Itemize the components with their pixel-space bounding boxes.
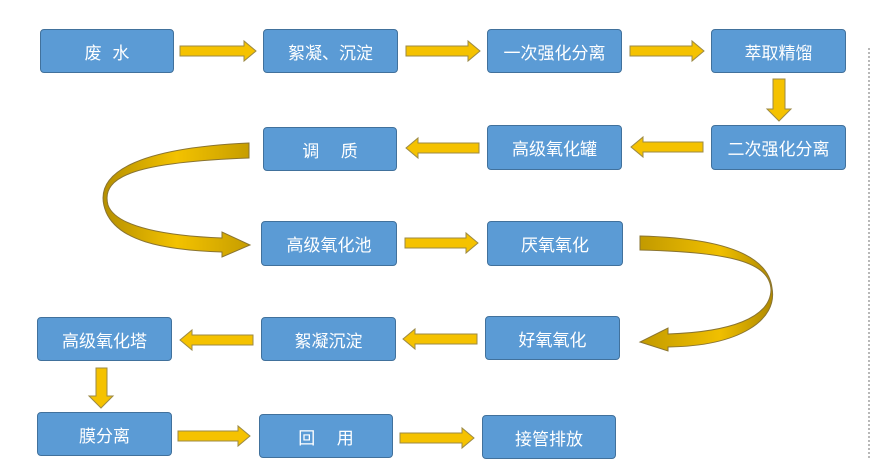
arrow-wastewater-to-flocculation bbox=[179, 39, 257, 63]
step-advanced-oxidation-tank: 高级氧化罐 bbox=[487, 125, 622, 170]
step-conditioning: 调 质 bbox=[263, 127, 397, 171]
step-aerobic-oxidation: 好氧氧化 bbox=[485, 316, 620, 360]
step-advanced-oxidation-tower: 高级氧化塔 bbox=[37, 317, 172, 361]
curved-arrow-conditioning-to-oxidation-pool bbox=[102, 142, 252, 258]
arrow-primary-separation-to-extraction bbox=[629, 39, 705, 63]
step-reuse: 回 用 bbox=[259, 414, 393, 458]
arrow-oxidation-tank-to-conditioning bbox=[405, 136, 480, 160]
arrow-oxidation-tower-to-membrane bbox=[87, 367, 115, 409]
step-anaerobic-oxidation: 厌氧氧化 bbox=[487, 221, 623, 266]
step-secondary-enhanced-separation: 二次强化分离 bbox=[711, 125, 846, 170]
step-advanced-oxidation-pool: 高级氧化池 bbox=[261, 221, 397, 266]
curved-arrow-anaerobic-to-aerobic bbox=[638, 235, 774, 352]
arrow-flocculation-to-primary-separation bbox=[405, 39, 481, 63]
arrow-oxidation-pool-to-anaerobic bbox=[404, 231, 479, 255]
step-wastewater: 废 水 bbox=[40, 29, 174, 73]
arrow-flocculation-to-oxidation-tower bbox=[179, 328, 254, 352]
step-primary-enhanced-separation: 一次强化分离 bbox=[487, 29, 622, 73]
arrow-secondary-separation-to-oxidation-tank bbox=[630, 135, 704, 159]
step-flocculation-sedimentation: 絮凝、沉淀 bbox=[263, 29, 398, 73]
step-flocculation-sedimentation-2: 絮凝沉淀 bbox=[261, 317, 396, 361]
dotted-edge-guide bbox=[868, 48, 874, 458]
step-pipe-network-discharge: 接管排放 bbox=[482, 415, 616, 459]
step-membrane-separation: 膜分离 bbox=[37, 412, 172, 456]
arrow-reuse-to-discharge bbox=[399, 426, 475, 450]
arrow-extraction-to-secondary-separation bbox=[765, 78, 793, 122]
arrow-membrane-to-reuse bbox=[177, 424, 251, 448]
arrow-aerobic-to-flocculation bbox=[402, 327, 478, 351]
step-extraction-rectification: 萃取精馏 bbox=[711, 29, 846, 73]
